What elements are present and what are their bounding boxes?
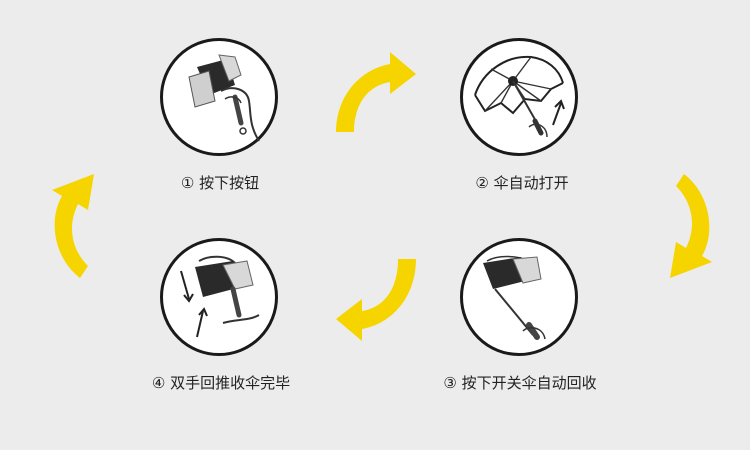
step-2-label: ② 伞自动打开: [475, 172, 568, 193]
curved-arrow-down-icon: [670, 174, 712, 278]
step-4-text: 双手回推收伞完毕: [170, 374, 291, 392]
step-2-number: ②: [475, 174, 489, 192]
step-3-label: ③ 按下开关伞自动回收: [443, 372, 596, 393]
step-3-number: ③: [443, 374, 457, 392]
step-2-text: 伞自动打开: [493, 174, 569, 192]
step-4-number: ④: [151, 374, 166, 392]
curved-arrow-right-icon: [336, 52, 416, 132]
step-4-illustration: [160, 238, 278, 356]
step-1-label: ① 按下按钮: [181, 172, 259, 193]
step-1-number: ①: [180, 174, 195, 192]
step-4-label: ④ 双手回推收伞完毕: [152, 372, 290, 393]
step-2-illustration: [460, 38, 578, 156]
curved-arrow-left-icon: [336, 259, 416, 341]
step-1-illustration: [160, 38, 278, 156]
step-1-text: 按下按钮: [199, 174, 260, 192]
step-3-illustration: [460, 238, 578, 356]
step-3-text: 按下开关伞自动回收: [461, 374, 597, 392]
curved-arrow-up-icon: [52, 174, 94, 278]
